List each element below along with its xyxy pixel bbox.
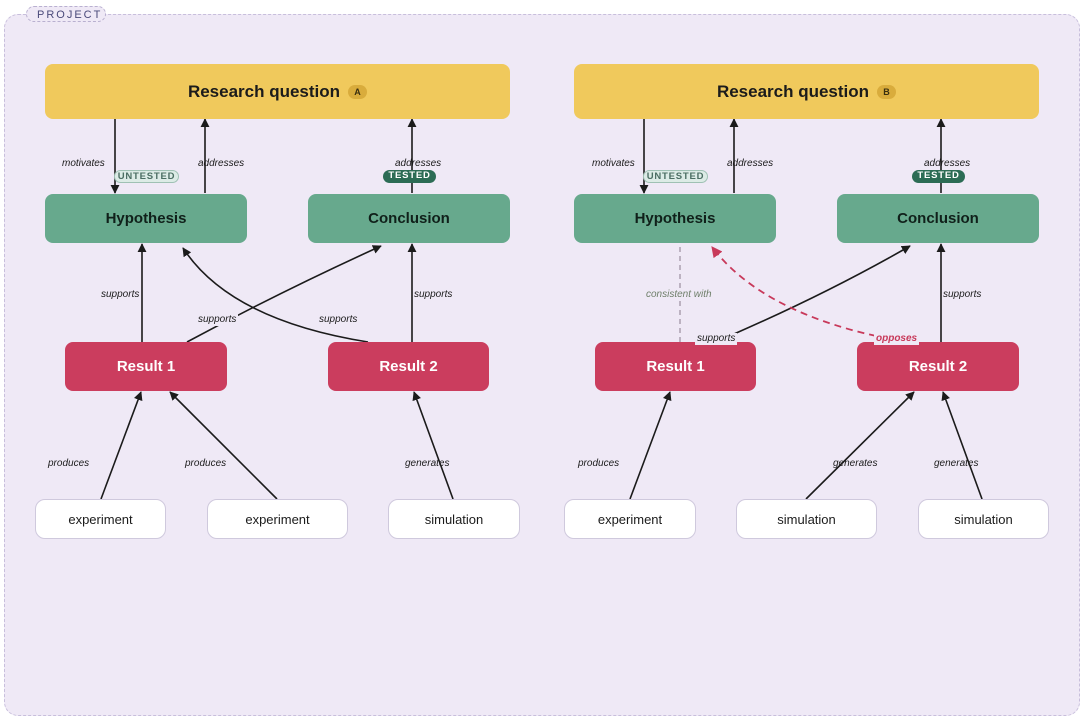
panel-badge: B	[877, 84, 897, 99]
edge-label-supports: supports	[196, 314, 239, 326]
source-label: simulation	[424, 511, 484, 527]
edge-label-generates: generates	[405, 458, 450, 469]
research-question-label: Research question	[187, 81, 341, 101]
edge-label-supports: supports	[695, 333, 738, 345]
source-node-b-1[interactable]: experiment	[564, 499, 696, 539]
edge-r2-hypothesis-a	[182, 247, 369, 343]
source-label: experiment	[245, 511, 310, 527]
conclusion-label: Conclusion	[897, 210, 979, 227]
project-label: PROJECT	[26, 6, 106, 22]
conclusion-node-a[interactable]: Conclusion	[308, 194, 510, 243]
source-node-a-2[interactable]: experiment	[207, 499, 348, 539]
tested-badge-a: TESTED	[383, 170, 436, 183]
result-2-node-b[interactable]: Result 2	[857, 342, 1019, 391]
source-label: simulation	[954, 511, 1013, 527]
result-2-node-a[interactable]: Result 2	[328, 342, 489, 391]
edge-label-supports: supports	[414, 289, 453, 300]
edge-label-produces: produces	[578, 458, 620, 469]
result-1-label: Result 1	[116, 358, 176, 375]
edge-label-addresses: addresses	[395, 158, 442, 169]
edge-label-generates: generates	[833, 458, 878, 469]
source-node-b-3[interactable]: simulation	[918, 499, 1049, 539]
result-2-label: Result 2	[379, 358, 438, 375]
research-question-label: Research question	[716, 81, 870, 101]
edge-src2-b	[805, 391, 915, 500]
result-2-label: Result 2	[908, 358, 968, 375]
hypothesis-label: Hypothesis	[634, 210, 716, 227]
edge-label-addresses: addresses	[727, 158, 774, 169]
edge-r2-opposes-b	[711, 246, 877, 337]
untested-badge-a: UNTESTED	[114, 170, 179, 183]
edge-label-addresses: addresses	[198, 158, 245, 169]
edge-label-consistent-with: consistent with	[644, 289, 714, 301]
source-label: simulation	[777, 511, 836, 527]
hypothesis-node-b[interactable]: Hypothesis	[574, 194, 776, 243]
edge-src3-b	[941, 391, 983, 500]
tested-badge-b: TESTED	[912, 170, 965, 183]
edge-label-addresses: addresses	[924, 158, 971, 169]
result-1-node-a[interactable]: Result 1	[65, 342, 227, 391]
source-node-b-2[interactable]: simulation	[736, 499, 877, 539]
edge-label-generates: generates	[934, 458, 979, 469]
conclusion-node-b[interactable]: Conclusion	[837, 194, 1039, 243]
panel-badge: A	[348, 84, 368, 99]
edge-src2-a	[169, 391, 278, 500]
source-label: experiment	[68, 511, 133, 527]
edge-src3-a	[412, 391, 454, 500]
source-node-a-1[interactable]: experiment	[35, 499, 166, 539]
edge-label-motivates: motivates	[62, 158, 105, 169]
edge-label-produces: produces	[185, 458, 227, 469]
edge-label-supports: supports	[317, 314, 360, 326]
edge-src1-b	[629, 391, 672, 500]
edge-label-opposes: opposes	[874, 333, 920, 345]
hypothesis-label: Hypothesis	[105, 210, 187, 227]
source-label: experiment	[597, 511, 663, 527]
conclusion-label: Conclusion	[368, 210, 450, 227]
result-1-node-b[interactable]: Result 1	[595, 342, 756, 391]
edge-r1-conclusion-b	[733, 245, 911, 335]
edge-src1-a	[100, 391, 143, 500]
edge-label-supports: supports	[943, 289, 982, 300]
edge-label-supports: supports	[101, 289, 140, 300]
source-node-a-3[interactable]: simulation	[388, 499, 520, 539]
edge-label-motivates: motivates	[592, 158, 635, 169]
hypothesis-node-a[interactable]: Hypothesis	[45, 194, 247, 243]
research-question-b[interactable]: Research question B	[574, 64, 1039, 119]
untested-badge-b: UNTESTED	[643, 170, 708, 183]
result-1-label: Result 1	[646, 358, 705, 375]
research-question-a[interactable]: Research question A	[45, 64, 510, 119]
edge-r1-conclusion-a	[186, 245, 382, 343]
edge-label-produces: produces	[48, 458, 90, 469]
